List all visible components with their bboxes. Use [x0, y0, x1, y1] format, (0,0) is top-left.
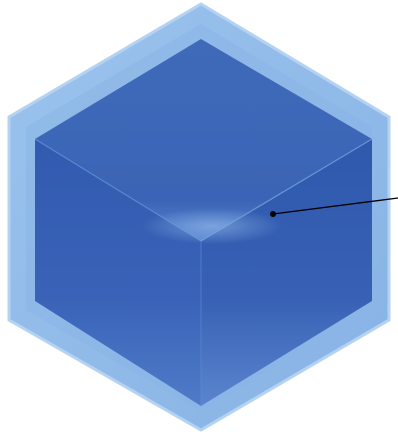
cube-vertex-highlight: [142, 208, 282, 244]
callout-dot: [270, 211, 276, 217]
